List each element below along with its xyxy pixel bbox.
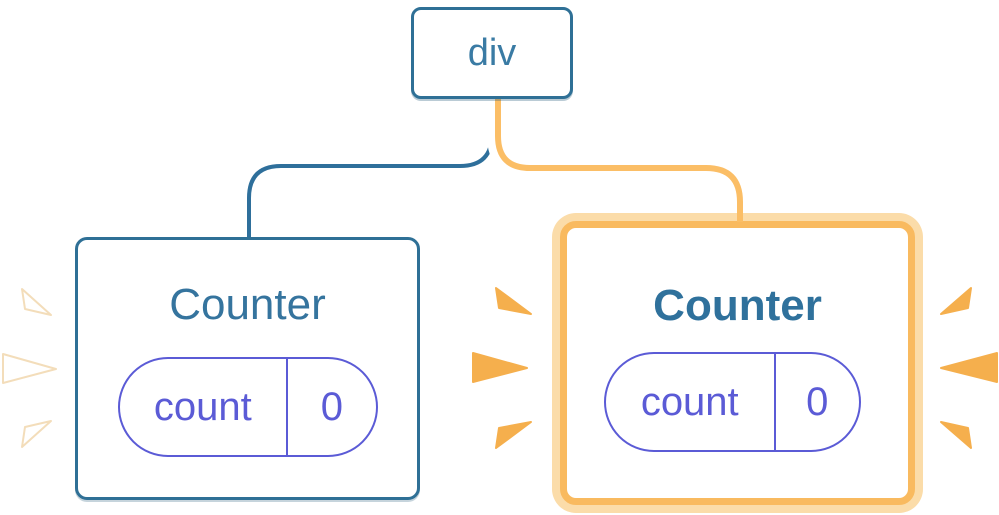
edge-stub-into-highlight	[737, 210, 743, 222]
burst-ray-top	[495, 287, 532, 315]
burst-ray-middle	[2, 353, 57, 384]
burst-ray-bottom	[495, 421, 532, 449]
burst-ray-middle	[472, 352, 528, 383]
burst-ray-middle	[940, 352, 998, 383]
burst-ray-bottom	[21, 420, 52, 448]
edge-div-to-right-counter-casing	[487, 96, 751, 228]
state-value-label: 0	[806, 380, 829, 424]
edge-div-to-left-counter	[247, 96, 494, 242]
state-value-label: 0	[320, 385, 343, 429]
burst-ray-bottom	[940, 421, 972, 449]
right-counter-state-pill: count 0	[604, 352, 861, 452]
state-value-cell: 0	[288, 359, 376, 455]
right-counter-title: Counter	[653, 281, 822, 330]
left-counter-state-pill: count 0	[118, 357, 378, 457]
left-counter-title: Counter	[169, 280, 326, 329]
orange-burst-rays-icon	[940, 287, 998, 449]
state-key-label: count	[640, 380, 739, 424]
orange-burst-rays-icon	[472, 287, 532, 449]
right-counter-card: Counter count 0	[560, 221, 915, 505]
state-key-label: count	[153, 385, 252, 429]
white-burst-rays-icon	[2, 288, 57, 448]
left-counter-card: Counter count 0	[75, 237, 420, 500]
state-key-cell: count	[606, 354, 776, 450]
state-key-cell: count	[120, 359, 288, 455]
burst-ray-top	[940, 287, 972, 315]
root-div-label: div	[467, 32, 517, 74]
root-div-node: div	[411, 7, 573, 99]
edge-div-to-right-counter	[495, 96, 743, 228]
burst-ray-top	[21, 288, 52, 316]
state-value-cell: 0	[776, 354, 860, 450]
